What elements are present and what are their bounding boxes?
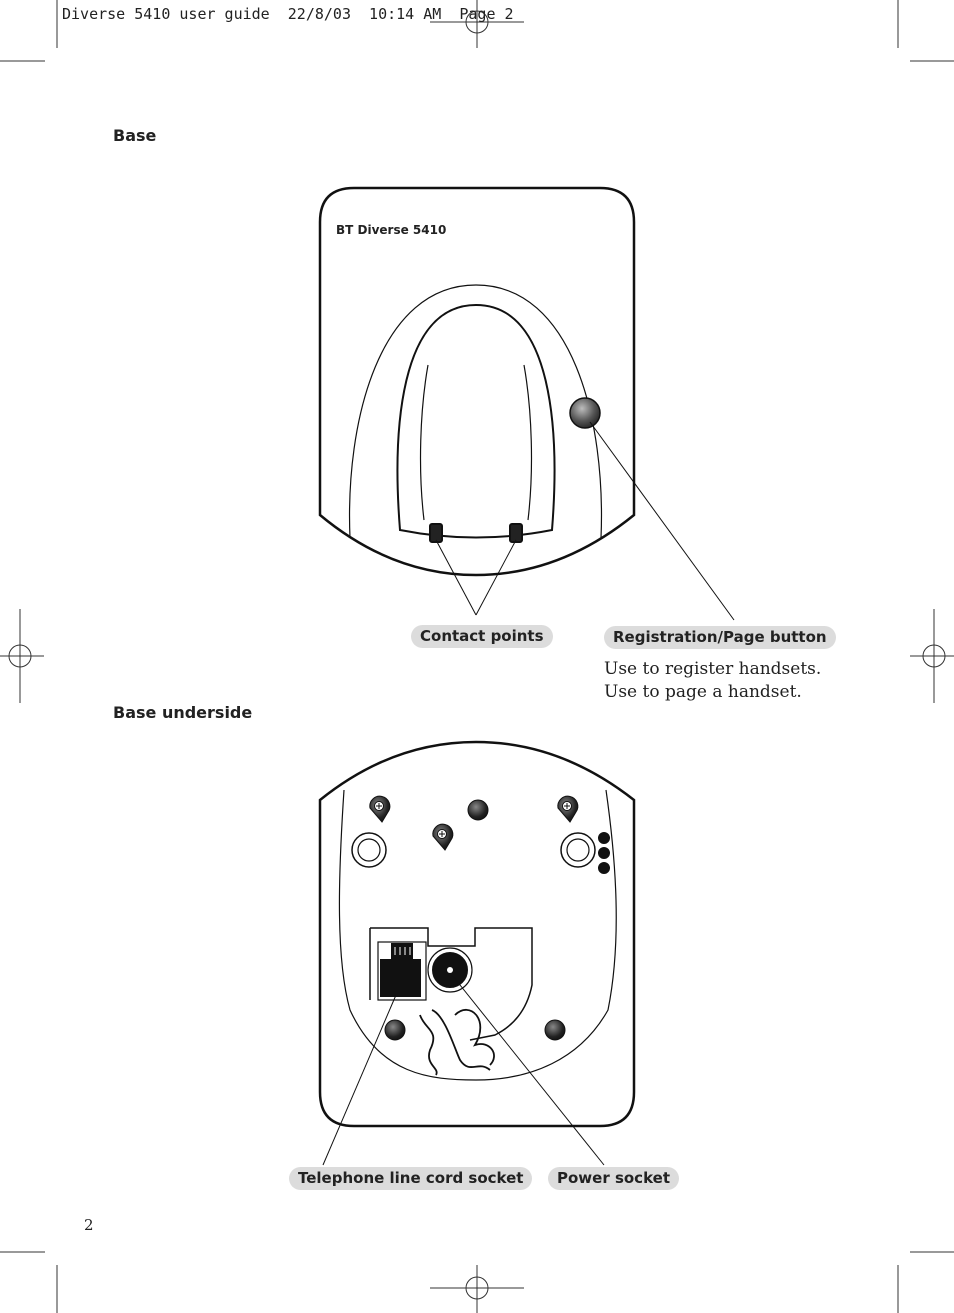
screw-holes — [369, 795, 579, 851]
print-slug: Diverse 5410 user guide 22/8/03 10:14 AM… — [62, 5, 514, 23]
registration-desc-line-1: Use to register handsets. — [604, 659, 822, 679]
underside-leader-lines — [322, 974, 605, 1166]
label-contact-points: Contact points — [411, 625, 553, 648]
underside-drawing — [318, 740, 636, 1128]
label-telephone-line-cord-socket: Telephone line cord socket — [289, 1167, 533, 1190]
label-power-socket: Power socket — [548, 1167, 679, 1190]
section-title-base: Base — [113, 126, 157, 145]
base-leader-lines — [435, 421, 735, 621]
registration-desc-line-2: Use to page a handset. — [604, 682, 802, 702]
label-registration-page-button: Registration/Page button — [604, 626, 836, 649]
brand-label: BT Diverse 5410 — [336, 223, 446, 237]
section-title-base-underside: Base underside — [113, 703, 253, 722]
registration-description: Use to register handsets. Use to page a … — [604, 658, 821, 704]
page-number: 2 — [84, 1216, 94, 1234]
base-drawing — [318, 186, 636, 577]
